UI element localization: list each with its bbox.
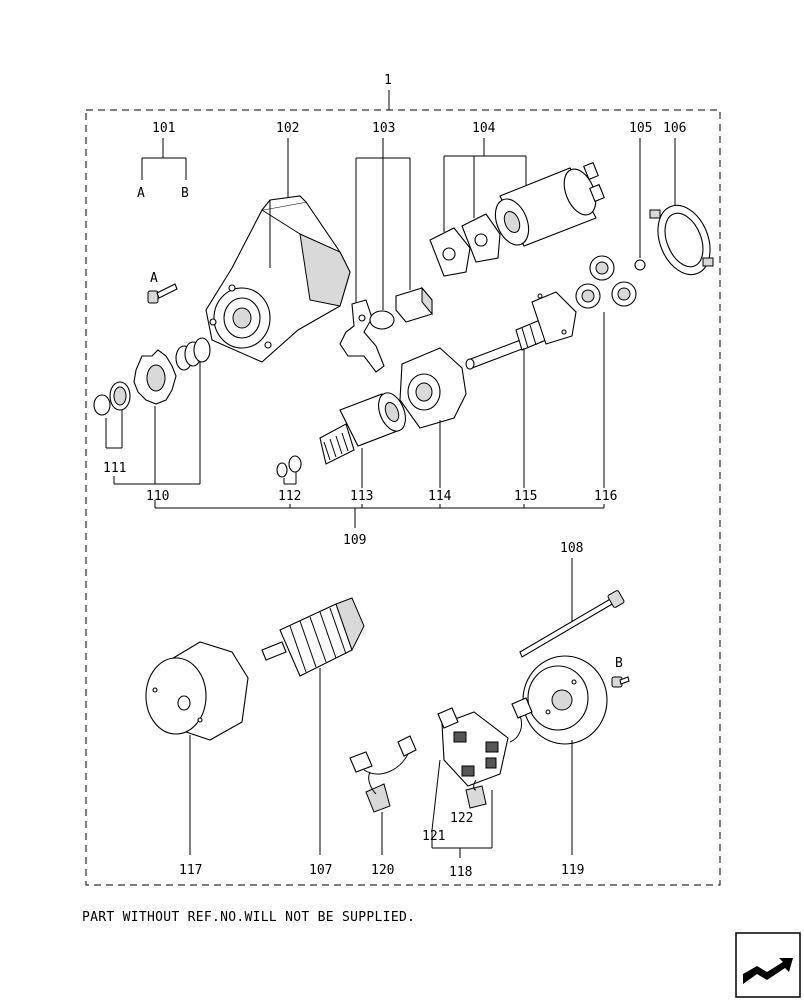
- ref-label-118: 118: [449, 865, 472, 880]
- ref-label-109: 109: [343, 533, 366, 548]
- marker-b-label: B: [181, 186, 189, 201]
- ref-label-113: 113: [350, 489, 373, 504]
- assembly-boundary: [85, 109, 721, 886]
- yoke-117: [145, 641, 249, 741]
- ref-label-122: 122: [450, 811, 473, 826]
- ref-label-112: 112: [278, 489, 301, 504]
- ref-label-105: 105: [629, 121, 652, 136]
- overrunning-clutch-113: [319, 392, 406, 465]
- gear-housing-114: [399, 347, 467, 429]
- drive-housing-102: [205, 195, 351, 363]
- ref-label-106: 106: [663, 121, 686, 136]
- ref-label-103: 103: [372, 121, 395, 136]
- ref-label-117: 117: [179, 863, 202, 878]
- ref-label-101: 101: [152, 121, 175, 136]
- brush-holder-121-122: [437, 697, 533, 809]
- steel-ball-105: [634, 259, 646, 271]
- ref-label-1: 1: [384, 73, 392, 88]
- ref-label-102: 102: [276, 121, 299, 136]
- ref-label-121: 121: [422, 829, 445, 844]
- brush-lead-120: [349, 735, 417, 813]
- bolt-b-marker: B: [615, 656, 623, 671]
- ref-label-115: 115: [514, 489, 537, 504]
- ref-label-107: 107: [309, 863, 332, 878]
- bolt-a: [147, 283, 178, 304]
- shift-lever-103: [339, 299, 385, 373]
- spring-rings-110: [175, 337, 211, 371]
- ref-label-104: 104: [472, 121, 496, 136]
- gasket-104a: [429, 227, 471, 277]
- planetary-gear-116a: [589, 255, 615, 281]
- rear-end-frame-119: [522, 655, 608, 745]
- snap-ring-111: [93, 381, 131, 416]
- next-page-button[interactable]: [735, 932, 801, 998]
- next-page-arrow-icon: [735, 932, 801, 998]
- armature-107: [261, 597, 365, 677]
- marker-a-label: A: [137, 186, 145, 201]
- seal-ring-103: [369, 310, 395, 330]
- pinion-shaft-115: [465, 291, 577, 370]
- ref-label-110: 110: [146, 489, 169, 504]
- supply-note: PART WITHOUT REF.NO.WILL NOT BE SUPPLIED…: [82, 910, 416, 925]
- ref-label-120: 120: [371, 863, 394, 878]
- ref-label-119: 119: [561, 863, 584, 878]
- gasket-104b: [461, 213, 501, 263]
- bolt-b: [611, 676, 630, 688]
- pinion-gear-110: [133, 349, 177, 405]
- clip-112: [276, 455, 302, 478]
- ref-label-108: 108: [560, 541, 583, 556]
- solenoid-104: [494, 161, 605, 247]
- plunger-block-103: [395, 286, 433, 323]
- planetary-gear-116b: [575, 283, 601, 309]
- retainer-ring-106: [649, 204, 714, 276]
- through-bolt-108: [519, 590, 625, 658]
- ref-label-116: 116: [594, 489, 617, 504]
- ref-label-111: 111: [103, 461, 126, 476]
- bolt-a-marker: A: [150, 271, 158, 286]
- planetary-gear-116c: [611, 281, 637, 307]
- ref-label-114: 114: [428, 489, 452, 504]
